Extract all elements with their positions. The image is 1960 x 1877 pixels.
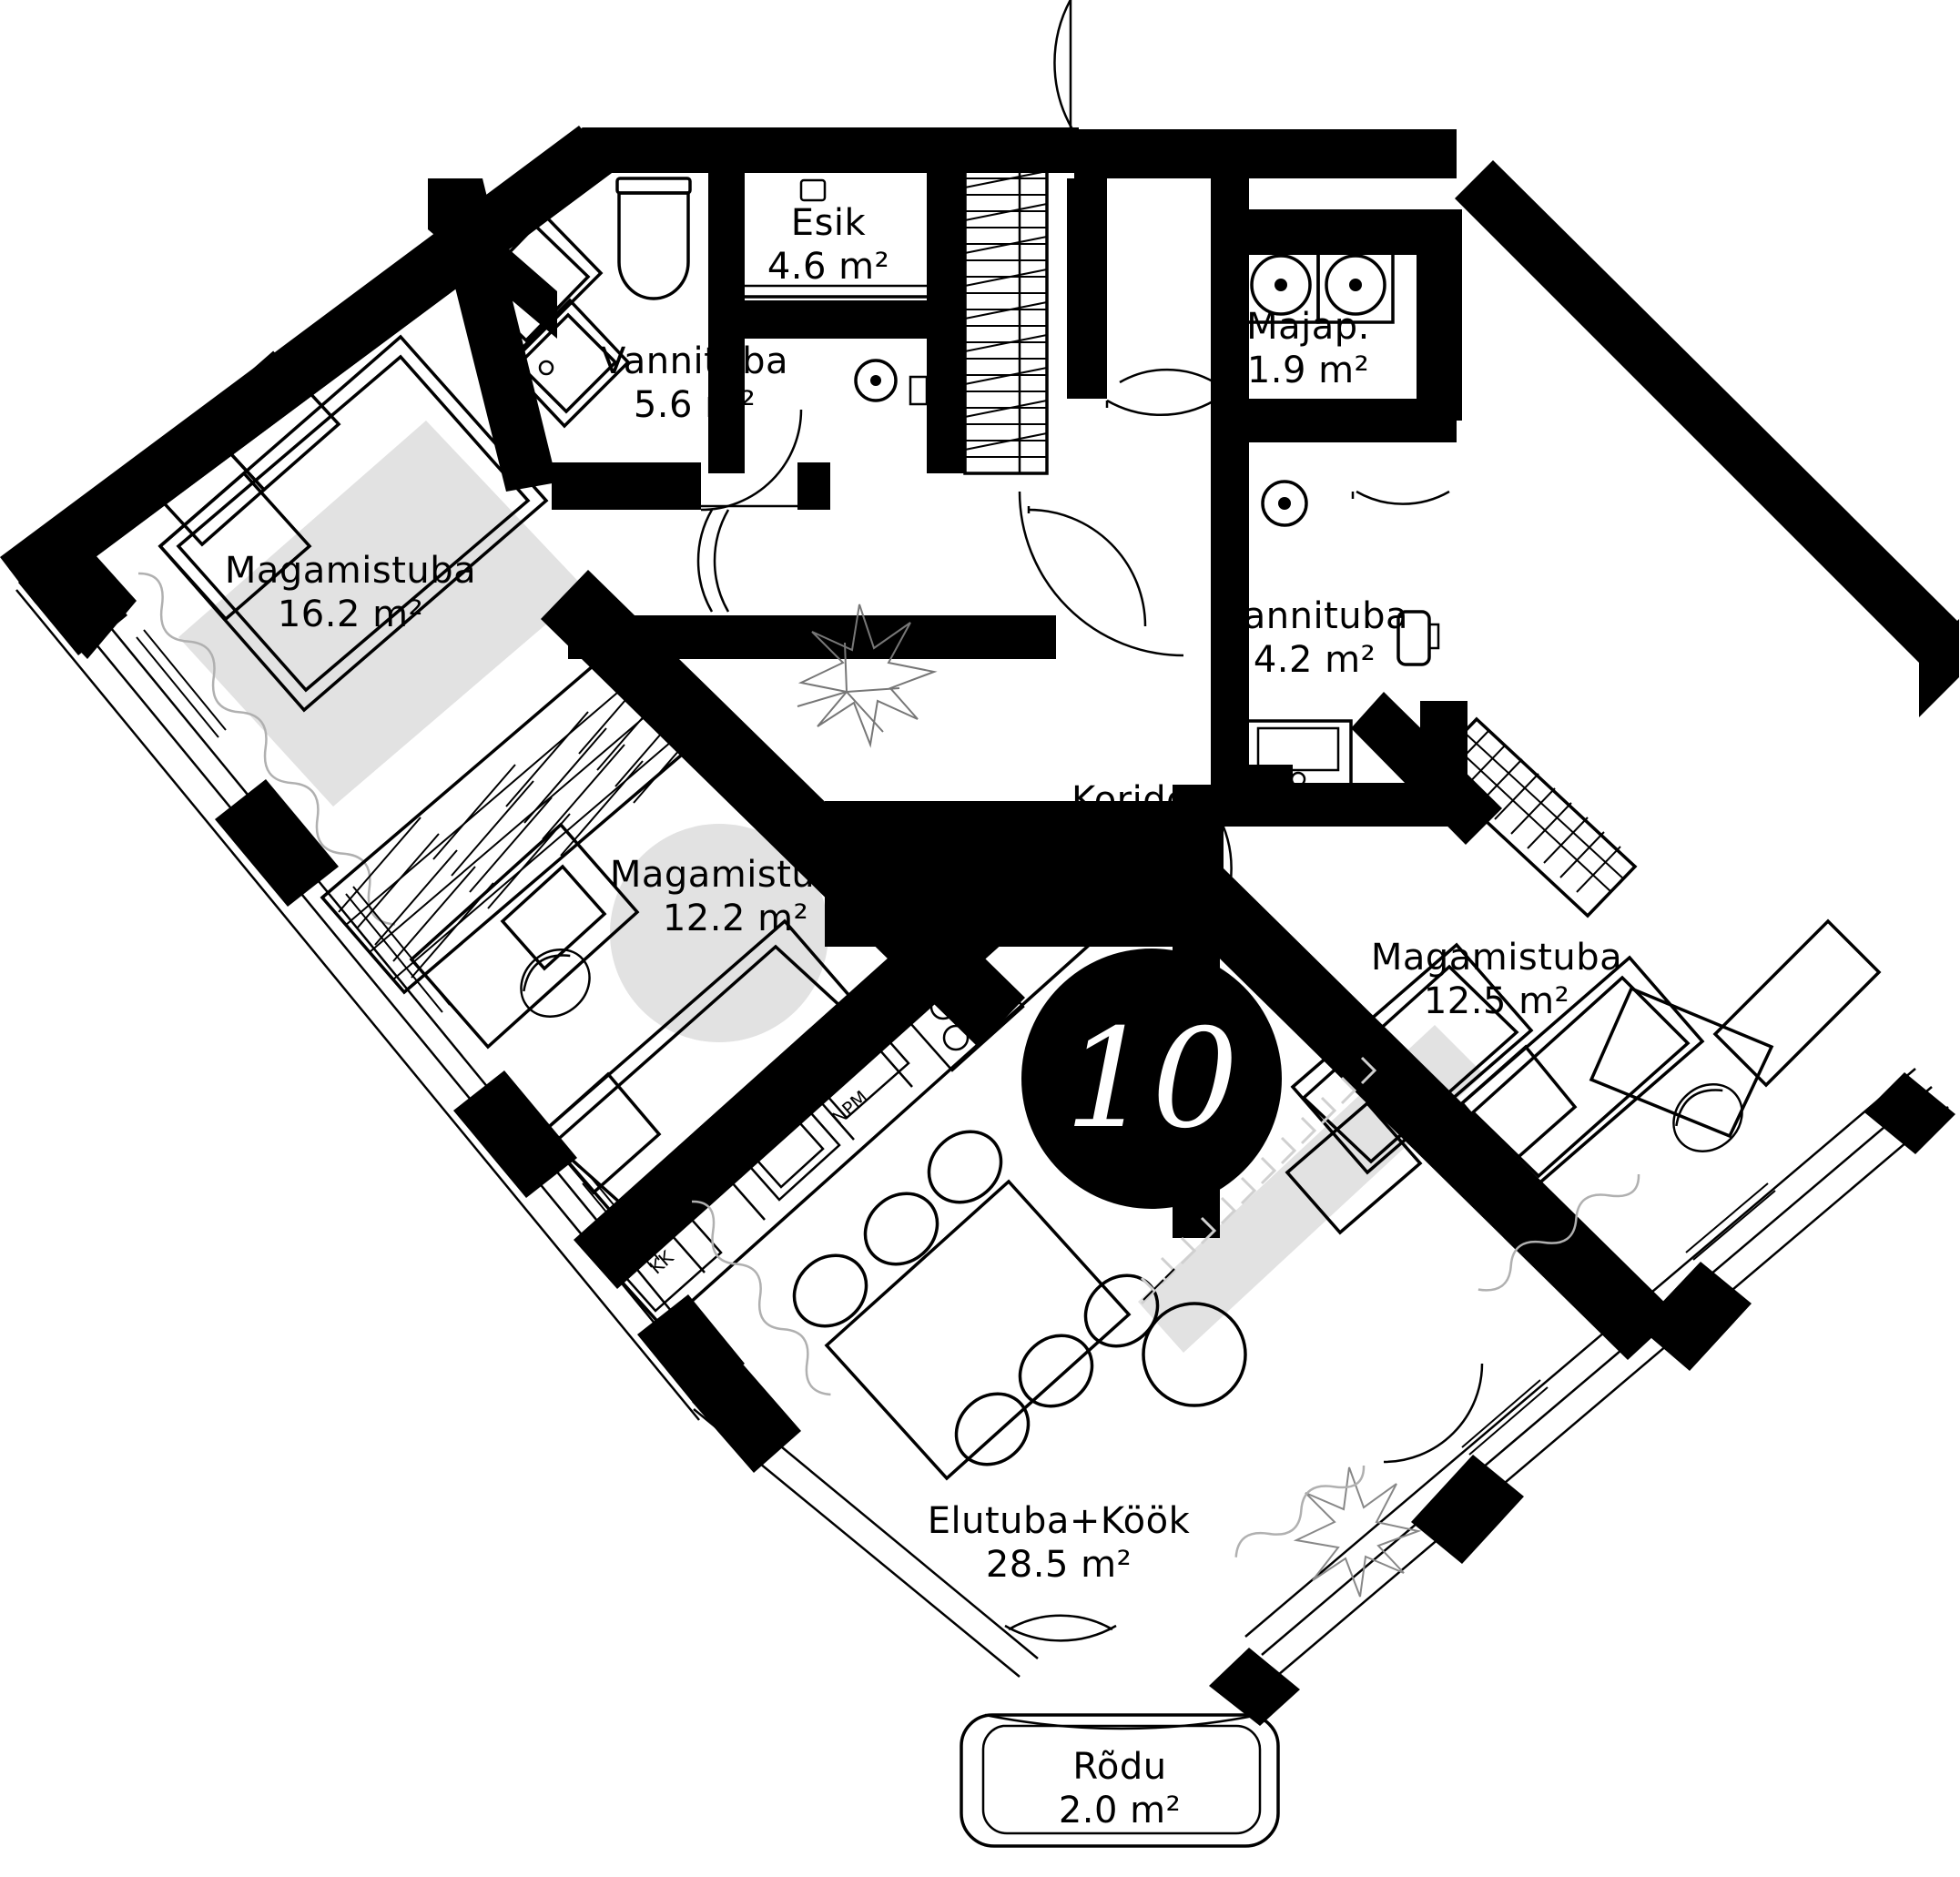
- room-area-magamistuba-1: 16.2 m²: [278, 594, 423, 635]
- door-swings: [696, 0, 1484, 1642]
- dishwasher-box: [803, 1014, 910, 1120]
- bed-bedroom-1: [134, 334, 549, 713]
- bed-bedroom-2: [540, 918, 858, 1217]
- interior-walls: [428, 129, 1677, 1360]
- room-area-koridor: 3.8 m²: [1077, 823, 1199, 865]
- ne-facade: [1455, 160, 1959, 717]
- room-area-majap: 1.9 m²: [1247, 350, 1369, 391]
- room-label-magamistuba-1: Magamistuba: [225, 550, 476, 592]
- balcony: [960, 1713, 1280, 1848]
- room-label-elutuba-kook: Elutuba+Köök: [928, 1500, 1191, 1542]
- fridge-box: [610, 1202, 723, 1313]
- desk-bedroom-2: [409, 822, 640, 1050]
- se-facade: [1209, 1068, 1955, 1726]
- room-area-vannituba-2: 4.2 m²: [1254, 639, 1376, 681]
- sofa-living-room: [1142, 942, 1534, 1407]
- room-label-vannituba-2: Vannituba: [1221, 595, 1408, 637]
- room-label-rodu: Rõdu: [1072, 1746, 1166, 1788]
- coffee-table: [1142, 1302, 1247, 1407]
- radiator-hatch: [1140, 1056, 1377, 1305]
- curtain-living-2: [1234, 1465, 1366, 1557]
- bathtub: [726, 158, 958, 299]
- apartment-number-badge[interactable]: 10: [1021, 949, 1282, 1209]
- dining-set: [792, 1130, 1160, 1481]
- room-label-majap: Majap.: [1246, 306, 1370, 348]
- laundry-appliances: [1242, 246, 1395, 324]
- cooktop: [909, 958, 1025, 1072]
- bedroom-3-furniture: [1459, 918, 1882, 1190]
- room-label-magamistuba-2: Magamistuba: [610, 854, 861, 896]
- room-label-esik: Esik: [791, 202, 867, 244]
- room-label-vannituba-1: Vannituba: [601, 340, 788, 382]
- kitchen-counter: [609, 858, 1122, 1330]
- curtain-bedroom-1: [137, 572, 396, 926]
- plant-icon-2: [1293, 1466, 1422, 1598]
- kitchen-sink: [736, 1072, 841, 1202]
- plant-icon-1: [797, 604, 938, 748]
- bathroom-2-fixtures: [1244, 480, 1440, 787]
- wc-sink: [799, 178, 827, 202]
- room-area-vannituba-1: 5.6 m²: [634, 384, 756, 426]
- room-label-koridor: Koridor: [1071, 779, 1204, 821]
- room-area-esik: 4.6 m²: [767, 246, 889, 288]
- curtain-living: [691, 1200, 831, 1396]
- room-area-rodu: 2.0 m²: [1059, 1790, 1181, 1831]
- wardrobe-hatched-entry: [963, 162, 1049, 475]
- wardrobe-hatched-bedroom-3: [1427, 716, 1638, 918]
- room-label-magamistuba-3: Magamistuba: [1371, 937, 1622, 979]
- radiator-hatch-2: [1142, 1268, 1175, 1301]
- windows: [136, 629, 1776, 1456]
- room-labels: Esik 4.6 m² Majap. 1.9 m² Vannituba 5.6 …: [225, 202, 1622, 1831]
- toilet-fixture-1: [615, 177, 692, 300]
- s-facade: [692, 1360, 1039, 1678]
- dining-chairs: [792, 1130, 1160, 1466]
- room-area-magamistuba-3: 12.5 m²: [1424, 980, 1569, 1022]
- curtain-bedroom-3: [1478, 1173, 1640, 1292]
- room-area-elutuba-kook: 28.5 m²: [986, 1544, 1132, 1586]
- bathroom-1-fixtures: [456, 207, 929, 429]
- wardrobe-hatched-bedroom-2: [320, 625, 722, 995]
- room-area-magamistuba-2: 12.2 m²: [663, 898, 808, 939]
- badge-number: 10: [1065, 1000, 1239, 1159]
- badge-circle: [1021, 949, 1282, 1209]
- fixtures-and-furniture: [134, 0, 1882, 1848]
